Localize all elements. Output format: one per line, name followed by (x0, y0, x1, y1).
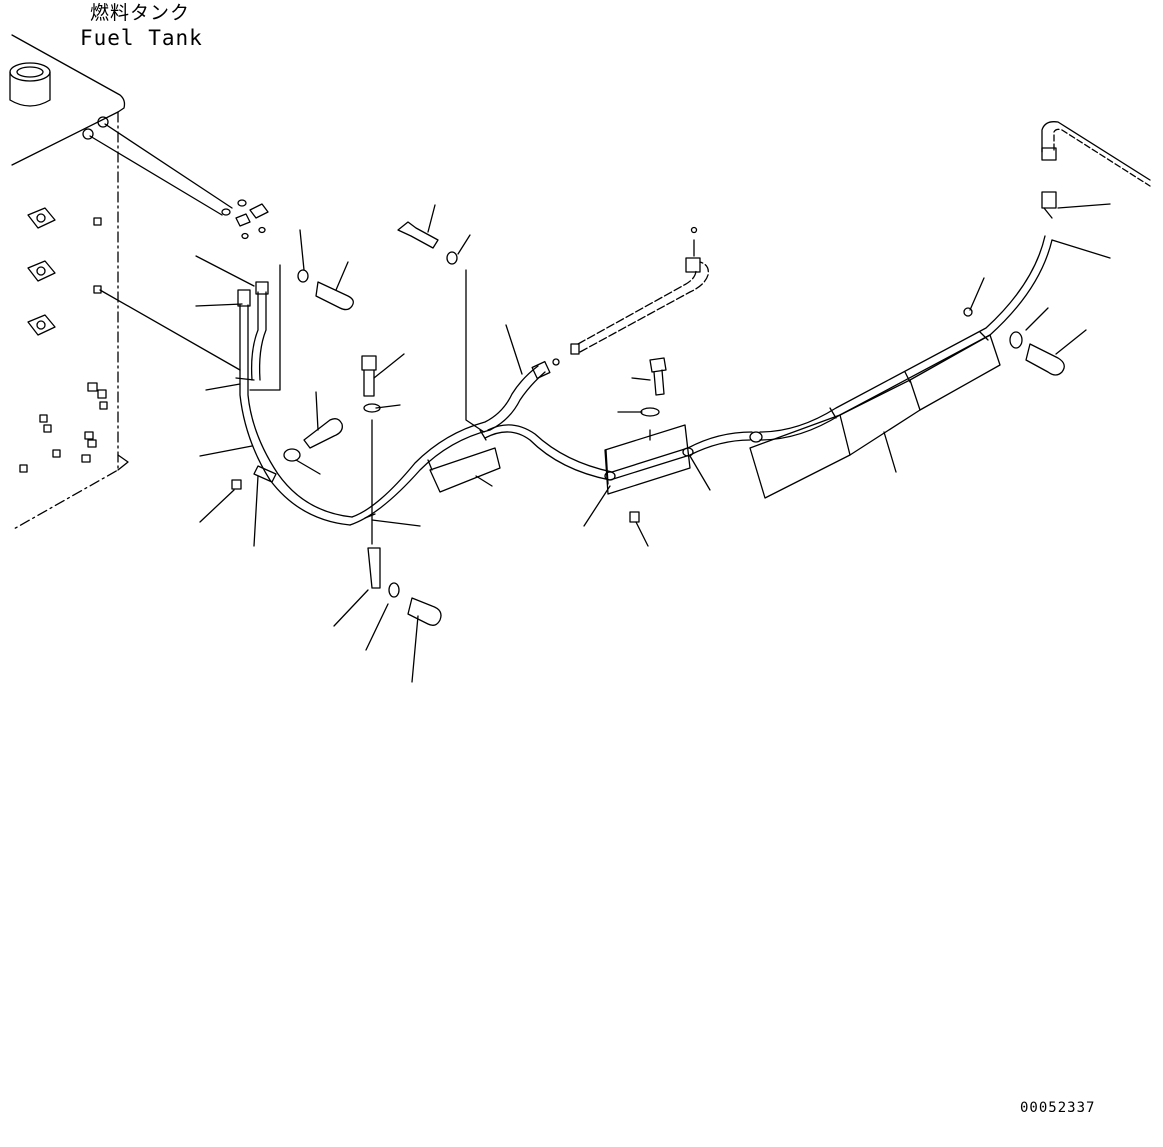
bolt-washer-set (231, 221, 1065, 626)
tank-bosses (19, 116, 109, 473)
clamp-plates (429, 334, 1001, 499)
fuel-tank (9, 34, 241, 531)
fuel-line-center (484, 424, 763, 481)
fuel-line-left (349, 360, 551, 526)
fuel-line-right (759, 191, 1057, 441)
fuel-tank-label-english: Fuel Tank (80, 26, 203, 50)
left-hoses (235, 281, 353, 526)
tank-flanges (27, 207, 56, 336)
filler-cap (9, 62, 51, 107)
leader-lines (195, 203, 1111, 683)
upper-right-pipe (1041, 121, 1151, 187)
drawing-number: 00052337 (1020, 1100, 1096, 1116)
upper-middle-pipe (552, 226, 709, 366)
tank-fittings (221, 199, 269, 240)
fuel-tank-label-japanese: 燃料タンク (90, 2, 191, 24)
